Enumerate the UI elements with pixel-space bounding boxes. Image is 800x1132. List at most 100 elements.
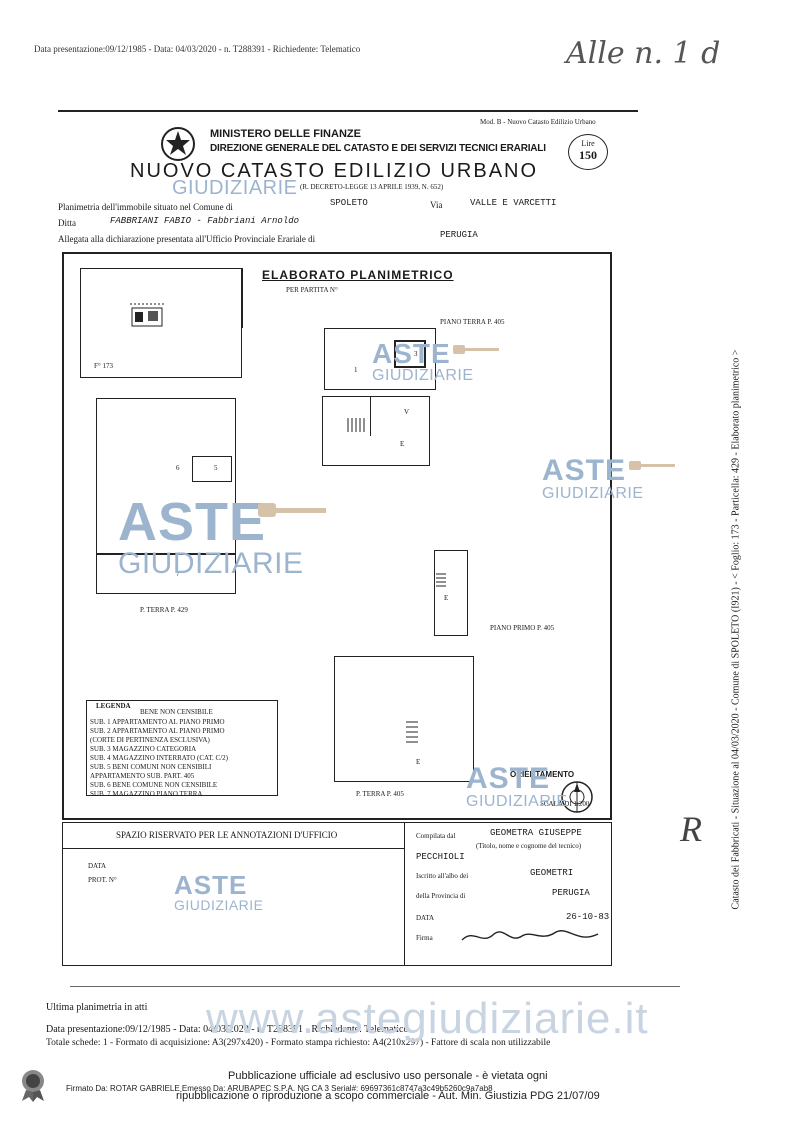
ultima-planimetria: Ultima planimetria in atti	[46, 1002, 148, 1013]
side-note: Catasto dei Fabbricati - Situazione al 0…	[730, 349, 742, 910]
provincia-label: della Provincia di	[416, 892, 466, 900]
watermark-sub-text: GIUDIZIARIE	[174, 897, 264, 913]
ministry-line2: DIREZIONE GENERALE DEL CATASTO E DEI SER…	[210, 143, 546, 154]
compiled-sub: (Titolo, nome e cognome del tecnico)	[476, 842, 582, 850]
pub-line: Pubblicazione ufficiale ad esclusivo uso…	[228, 1070, 548, 1082]
piano-terra-left-label: P. TERRA P. 429	[140, 606, 188, 614]
legend-box	[86, 700, 278, 796]
row-ditta-label: Ditta	[58, 218, 76, 228]
watermark-main-text: ASTE	[118, 492, 267, 552]
drawing-frame	[62, 252, 612, 820]
row-allegata-value: PERUGIA	[440, 230, 478, 240]
map-inset-plot	[130, 300, 166, 330]
piano-terra-top-label: PIANO TERRA P. 405	[440, 318, 505, 326]
piano-primo-label: PIANO PRIMO P. 405	[490, 624, 555, 632]
title-divider	[242, 268, 243, 328]
map-inset	[80, 268, 242, 378]
republic-seal-icon	[160, 126, 196, 162]
reserved-data-label: DATA	[88, 862, 107, 870]
sub6-marker: 6	[176, 464, 180, 472]
building-left	[96, 398, 236, 554]
row-ditta-value: FABBRIANI FABIO - Fabbriani Arnoldo	[110, 216, 300, 226]
watermark-sub-text: GIUDIZIARIE	[466, 793, 568, 810]
row-via-label: Via	[430, 200, 443, 210]
building-center	[322, 396, 430, 466]
lire-label: Lire	[581, 139, 595, 148]
building-left-annex	[96, 554, 236, 594]
stairs-icon	[346, 418, 366, 437]
pub-line2: ripubblicazione o riproduzione a scopo c…	[176, 1090, 600, 1102]
sub7-marker: 7	[176, 570, 180, 578]
lire-value: 150	[579, 148, 597, 162]
legend-item: SUB. 6 BENE COMUNE NON CENSIBILE	[90, 781, 218, 789]
reserved-title: SPAZIO RISERVATO PER LE ANNOTAZIONI D'UF…	[116, 830, 338, 840]
scale-label: SCALA DI 1:200	[540, 800, 590, 808]
register-title: NUOVO CATASTO EDILIZIO URBANO	[130, 160, 539, 182]
provincia-value: PERUGIA	[552, 888, 590, 898]
watermark-footer: ASTE GIUDIZIARIE	[174, 872, 294, 912]
watermark-main-text: ASTE	[174, 870, 248, 900]
watermark-large: ASTE GIUDIZIARIE	[118, 492, 326, 580]
watermark-main-text: ASTE	[372, 338, 451, 369]
signature-scribble	[460, 924, 600, 953]
row-via-value: VALLE E VARCETTI	[470, 198, 557, 208]
gavel-icon	[450, 344, 500, 362]
bottom-line2: Totale schede: 1 - Formato di acquisizio…	[46, 1038, 551, 1048]
watermark-right: ASTE GIUDIZIARIE	[542, 456, 682, 502]
sub1-marker: 1	[354, 366, 358, 374]
ministry-line1: MINISTERO DELLE FINANZE	[210, 128, 361, 140]
presentation-header: Data presentazione:09/12/1985 - Data: 04…	[34, 44, 361, 54]
foglio-label: F° 173	[94, 362, 113, 370]
row-planimetria-label: Planimetria dell'immobile situato nel Co…	[58, 202, 233, 212]
legend-list: SUB. 1 APPARTAMENTO AL PIANO PRIMO SUB. …	[90, 718, 228, 799]
room-left-inner	[192, 456, 232, 482]
stamp-duty-badge: Lire 150	[568, 134, 608, 170]
legend-item: SUB. 7 MAGAZZINO PIANO TERRA	[90, 790, 203, 798]
sub-e-center-marker: E	[400, 440, 405, 448]
legend-item: SUB. 5 BENI COMUNI NON CENSIBILI	[90, 763, 212, 771]
footer-divider	[404, 822, 405, 966]
sub-e-bottom-marker: E	[416, 758, 421, 766]
register-subtitle: (R. DECRETO-LEGGE 13 APRILE 1939, N. 652…	[300, 183, 444, 191]
building-bottom	[334, 656, 474, 782]
watermark-main-text: ASTE	[466, 762, 551, 795]
bottom-rule	[70, 986, 680, 987]
drawing-title: ELABORATO PLANIMETRICO	[262, 268, 454, 282]
legend-item: SUB. 4 MAGAZZINO INTERRATO (CAT. C/2)	[90, 754, 228, 762]
compiled-name: PECCHIOLI	[416, 852, 465, 862]
reserved-rule	[62, 848, 404, 849]
watermark-sub-text: GIUDIZIARIE	[172, 177, 298, 199]
watermark-header: GIUDIZIARIE	[172, 177, 298, 199]
firma-label: Firma	[416, 934, 433, 942]
watermark-sub-text: GIUDIZIARIE	[118, 547, 304, 580]
building-top	[324, 328, 436, 390]
handwritten-note: Alle n. 1 d	[566, 36, 721, 71]
legend-item: (CORTE DI PERTINENZA ESCLUSIVA)	[90, 736, 210, 744]
legend-item: APPARTAMENTO SUB. PART. 405	[90, 772, 195, 780]
iscritto-value: GEOMETRI	[530, 868, 574, 878]
handwritten-initial: R	[680, 809, 702, 849]
firmato-line: Firmato Da: ROTAR GABRIELE Emesso Da: AR…	[66, 1084, 493, 1093]
data-value: 26-10-83	[566, 912, 610, 922]
orientation-label: ORIENTAMENTO	[510, 770, 575, 779]
sub5-marker: 5	[214, 464, 218, 472]
drawing-subtitle: PER PARTITA N°	[286, 286, 338, 294]
sub3-marker: 3	[414, 350, 418, 358]
compass-icon	[560, 780, 594, 814]
room-sub3	[394, 340, 426, 368]
compiled-value: GEOMETRA GIUSEPPE	[490, 828, 582, 838]
header-rule	[58, 110, 638, 112]
sub-e-primo-marker: E	[444, 594, 449, 602]
stairs-bottom-icon	[406, 720, 418, 749]
row-planimetria-value: SPOLETO	[330, 198, 368, 208]
sub-v-marker: V	[404, 408, 410, 416]
watermark-url: www.astegiudiziarie.it	[206, 994, 649, 1043]
stairs-primo-icon	[436, 572, 446, 593]
legend-item: SUB. 2 APPARTAMENTO AL PIANO PRIMO	[90, 727, 225, 735]
gavel-icon	[252, 501, 328, 531]
data-label: DATA	[416, 914, 435, 922]
center-wall	[370, 396, 371, 436]
watermark-bottom-right: ASTE GIUDIZIARIE	[466, 764, 586, 810]
iscritto-label: Iscritto all'albo dei	[416, 872, 469, 880]
signature-badge-icon	[18, 1068, 48, 1102]
